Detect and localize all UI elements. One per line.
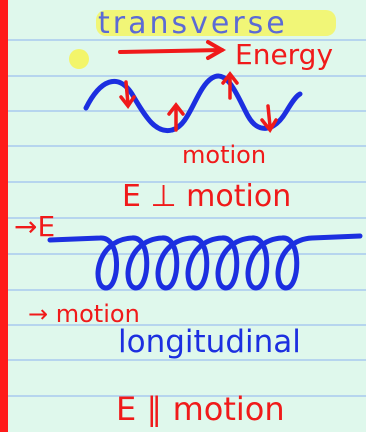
- relation-parallel: E ∥ motion: [116, 390, 285, 428]
- relation-perpendicular: E ⊥ motion: [122, 179, 291, 214]
- margin-line: [0, 0, 8, 432]
- displacement-arrows: [119, 71, 278, 134]
- e-arrow-label: →E: [14, 210, 55, 243]
- title-highlight: [96, 10, 336, 36]
- longitudinal-wave: [47, 233, 363, 291]
- ruled-lines: [0, 39, 366, 397]
- longitudinal-label: longitudinal: [118, 324, 301, 360]
- energy-arrow: [118, 40, 227, 60]
- transverse-wave: [83, 73, 303, 134]
- motion-label-1: motion: [182, 141, 266, 169]
- title-text: transverse: [98, 6, 288, 41]
- energy-label: Energy: [235, 38, 333, 71]
- highlighter-dot: [69, 49, 89, 69]
- motion-arrow-label: → motion: [28, 300, 140, 328]
